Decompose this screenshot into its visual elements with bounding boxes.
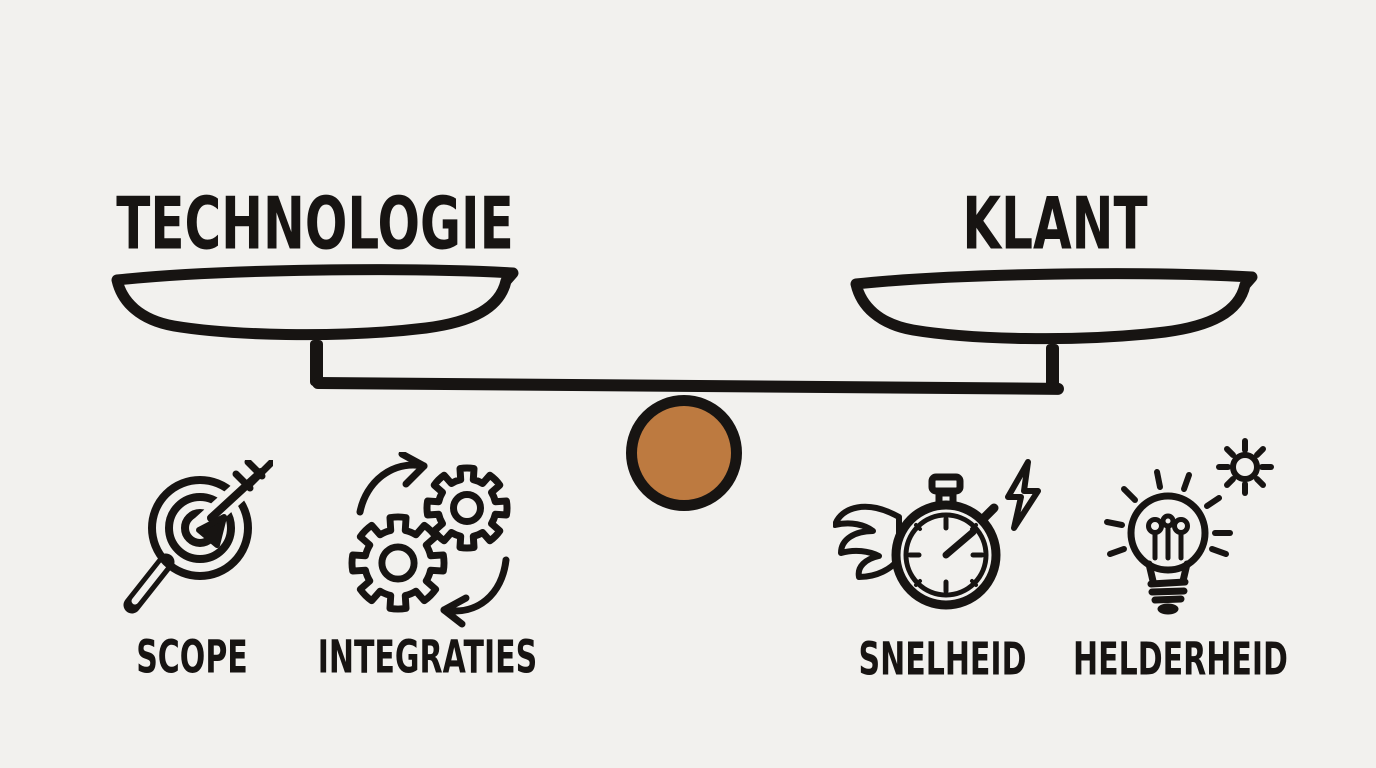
factor-label-integraties: INTEGRATIES	[317, 632, 538, 685]
lightning-bolt	[1005, 459, 1041, 531]
light-rays	[1104, 469, 1233, 557]
gear-small	[427, 468, 507, 548]
left-pan-stem	[310, 340, 323, 386]
cycle-arrow-bottom	[440, 556, 510, 628]
sun	[1216, 438, 1274, 496]
fulcrum-ball	[626, 395, 742, 511]
factor-label-helderheid: HELDERHEID	[1073, 634, 1288, 687]
target-arrow-icon	[123, 460, 273, 614]
right-scale-pan	[850, 268, 1258, 345]
dial-ticks	[907, 516, 985, 594]
right-pan-stem	[1046, 344, 1059, 388]
target-rings	[148, 476, 252, 580]
left-scale-pan	[111, 264, 519, 341]
watch-hand	[942, 528, 977, 559]
gears-sync-icon	[348, 452, 513, 628]
balance-beam	[311, 377, 1065, 395]
filament	[1146, 513, 1190, 561]
lightbulb-sun-icon	[1104, 438, 1274, 615]
right-pan-title: KLANT	[962, 182, 1148, 267]
bulb	[1127, 492, 1209, 615]
gear-large	[352, 517, 444, 609]
winged-stopwatch-icon	[833, 459, 1041, 610]
magnifier-handle	[123, 553, 175, 614]
factor-label-scope: SCOPE	[136, 632, 248, 685]
speed-wing	[833, 503, 902, 580]
left-pan-title: TECHNOLOGIE	[116, 182, 514, 267]
arrow	[191, 460, 273, 548]
stopwatch-body	[891, 473, 1001, 610]
factor-label-snelheid: SNELHEID	[858, 634, 1027, 687]
cycle-arrow-top	[356, 452, 428, 516]
bulb-base	[1147, 578, 1189, 604]
